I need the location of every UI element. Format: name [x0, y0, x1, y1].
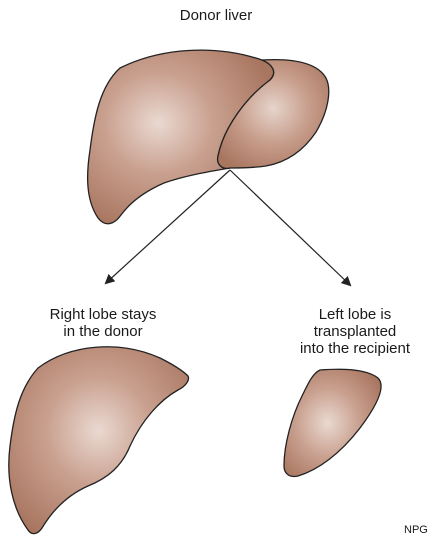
left-lobe-label-line1: Left lobe is [280, 306, 430, 323]
left-lobe-label-line2: transplanted [280, 323, 430, 340]
npg-credit: NPG [404, 524, 428, 536]
donor-liver [88, 50, 329, 224]
left-lobe-label-line3: into the recipient [280, 340, 430, 357]
left-lobe-shape [284, 369, 381, 476]
right-lobe-label-line1: Right lobe stays [18, 306, 188, 323]
donor-liver-label: Donor liver [0, 7, 432, 24]
arrow-to-left-lobe [230, 170, 350, 285]
right-lobe-label: Right lobe stays in the donor [18, 306, 188, 340]
right-lobe-shape [9, 347, 189, 534]
right-lobe-label-line2: in the donor [18, 323, 188, 340]
left-lobe-label: Left lobe is transplanted into the recip… [280, 306, 430, 357]
